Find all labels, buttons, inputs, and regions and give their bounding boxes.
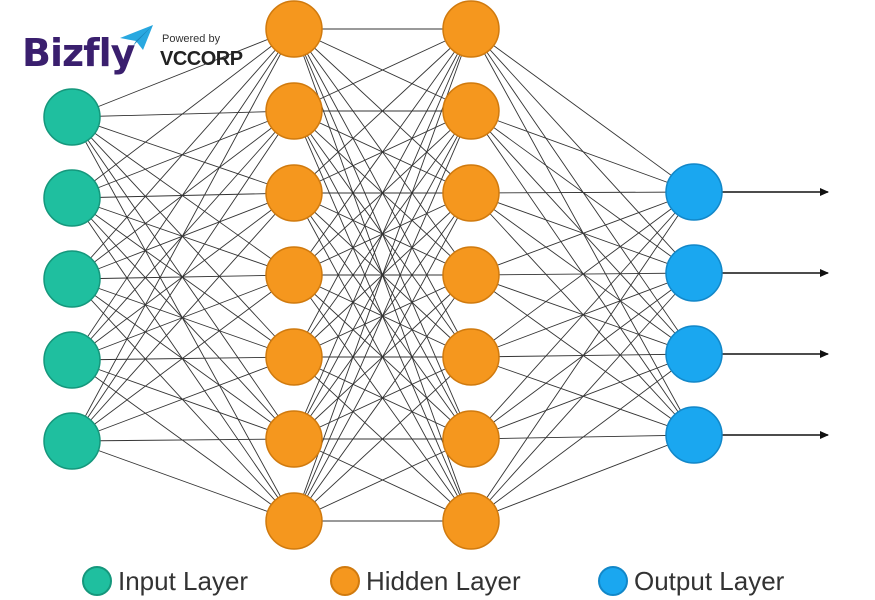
connection-line — [470, 191, 695, 358]
connection-line — [71, 356, 295, 442]
connection-line — [71, 359, 295, 440]
hidden-neuron — [265, 410, 323, 468]
legend-label-hidden: Hidden Layer — [366, 565, 521, 596]
connection-line — [470, 274, 695, 355]
connection-line — [293, 28, 472, 276]
legend-item-hidden: Hidden Layer — [330, 566, 521, 596]
connection-line — [71, 274, 295, 442]
connection-line — [293, 28, 472, 358]
connection-line — [71, 278, 295, 522]
connection-lines — [71, 28, 695, 522]
legend-item-output: Output Layer — [598, 566, 784, 596]
connection-line — [470, 191, 695, 522]
connection-line — [71, 192, 295, 442]
hidden-neuron — [265, 492, 323, 550]
connection-line — [470, 192, 695, 436]
powered-by-text: Powered by — [162, 33, 221, 45]
connection-line — [293, 192, 472, 522]
paper-plane-icon — [120, 25, 153, 50]
input-neuron — [43, 250, 101, 308]
connection-line — [71, 197, 295, 358]
input-neuron — [43, 331, 101, 389]
hidden-neuron — [442, 410, 500, 468]
connection-line — [293, 28, 472, 522]
legend-item-input: Input Layer — [82, 566, 248, 596]
connection-line — [293, 28, 472, 194]
connection-line — [71, 28, 295, 280]
connection-line — [470, 272, 695, 522]
output-neuron — [665, 163, 723, 221]
connection-line — [470, 110, 695, 355]
legend: Input Layer Hidden Layer Output Layer — [0, 560, 875, 600]
output-layer-swatch — [598, 566, 628, 596]
connection-line — [470, 192, 695, 274]
connection-line — [71, 359, 295, 522]
connection-line — [293, 274, 472, 522]
connection-line — [293, 438, 472, 522]
hidden-neuron — [265, 328, 323, 386]
hidden-neuron — [265, 82, 323, 140]
connection-line — [71, 197, 295, 440]
hidden-neuron — [442, 0, 500, 58]
connection-line — [293, 28, 472, 440]
brand-name: Bizfly — [22, 31, 135, 75]
connection-line — [470, 274, 695, 436]
connection-line — [470, 192, 695, 355]
connection-line — [71, 28, 295, 118]
output-neuron — [665, 406, 723, 464]
connection-line — [71, 278, 295, 358]
connection-line — [71, 197, 295, 276]
connection-line — [71, 116, 295, 276]
connection-line — [470, 28, 695, 274]
hidden-layer-swatch — [330, 566, 360, 596]
connection-line — [470, 110, 695, 193]
output-arrows — [722, 188, 829, 439]
hidden-neuron — [442, 492, 500, 550]
hidden-neuron — [265, 246, 323, 304]
output-neuron — [665, 244, 723, 302]
connection-line — [293, 28, 472, 112]
connection-line — [293, 356, 472, 522]
hidden-neuron — [265, 0, 323, 58]
input-neuron — [43, 169, 101, 227]
hidden-neuron — [442, 164, 500, 222]
connection-line — [71, 116, 295, 194]
hidden-neuron — [442, 328, 500, 386]
connection-line — [71, 440, 295, 522]
hidden-neuron — [442, 82, 500, 140]
connection-line — [470, 434, 695, 522]
legend-label-input: Input Layer — [118, 565, 249, 596]
connection-line — [470, 28, 695, 193]
hidden-neuron — [265, 164, 323, 222]
connection-line — [71, 28, 295, 442]
input-neuron — [43, 412, 101, 470]
neuron-nodes — [43, 0, 723, 550]
connection-line — [470, 110, 695, 274]
connection-line — [470, 353, 695, 522]
input-neuron — [43, 88, 101, 146]
input-layer-swatch — [82, 566, 112, 596]
connection-line — [71, 116, 295, 358]
hidden-neuron — [442, 246, 500, 304]
legend-label-output: Output Layer — [634, 565, 785, 596]
connection-line — [71, 278, 295, 440]
connection-line — [71, 110, 295, 442]
connection-line — [71, 28, 295, 199]
connection-line — [293, 110, 472, 522]
partner-logo: VCCORP — [160, 48, 243, 70]
connection-line — [470, 356, 695, 436]
output-neuron — [665, 325, 723, 383]
connection-line — [71, 438, 295, 442]
connection-line — [470, 191, 695, 276]
connection-line — [470, 191, 695, 194]
connection-line — [71, 28, 295, 361]
bizfly-logo: Bizfly Powered by VCCORP — [22, 24, 262, 82]
connection-line — [470, 191, 695, 440]
